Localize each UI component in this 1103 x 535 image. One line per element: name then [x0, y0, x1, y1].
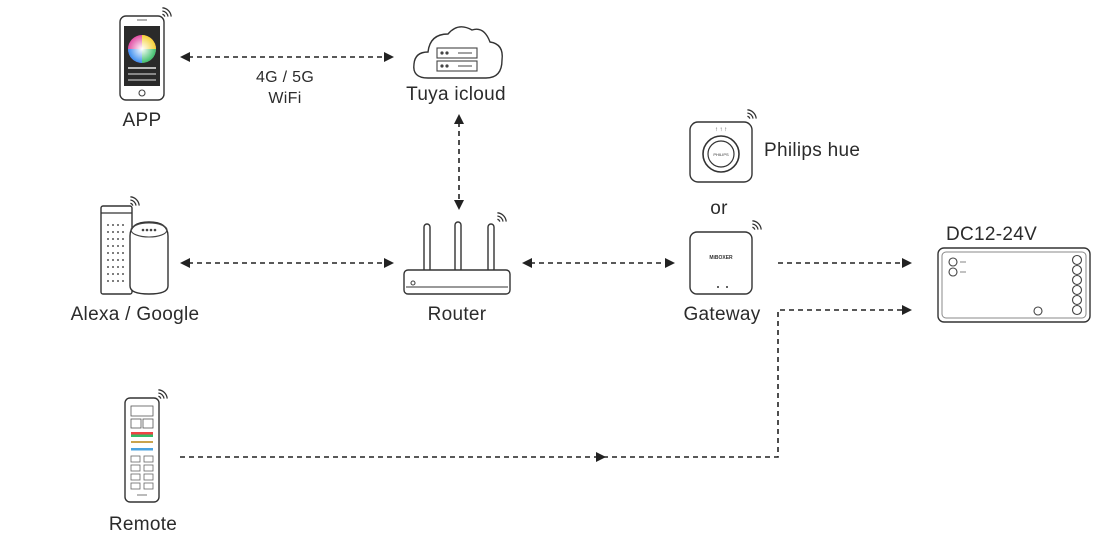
- phone-icon: [119, 15, 165, 101]
- app-label: APP: [122, 110, 162, 131]
- philips-hue-bridge-icon: PHILIPS ↑ ↑ ↑: [689, 121, 753, 183]
- link-cloud-router: [454, 114, 464, 210]
- cloud-icon: [413, 26, 503, 79]
- philips-hue-label: Philips hue: [764, 140, 861, 161]
- hue-ports: ↑ ↑ ↑: [715, 127, 727, 133]
- gateway-brand-text: MiBOXER: [709, 255, 733, 261]
- link-alexa-router: [180, 258, 394, 268]
- wifi-icon: [746, 109, 757, 120]
- wifi-icon: [157, 389, 168, 400]
- link-app-cloud: [180, 52, 394, 62]
- gateway-label: Gateway: [683, 304, 761, 325]
- hue-brand-text: PHILIPS: [713, 152, 729, 157]
- controller-voltage-label: DC12-24V: [946, 224, 1038, 245]
- wifi-icon: [129, 196, 140, 207]
- remote-label: Remote: [108, 514, 178, 535]
- link-remote-controller: [180, 305, 912, 462]
- router-label: Router: [427, 304, 487, 325]
- smart-speaker-icon: [100, 205, 169, 295]
- cloud-label: Tuya icloud: [406, 84, 506, 105]
- or-label: or: [710, 198, 728, 219]
- connection-label-4g5g: 4G / 5G: [255, 69, 315, 86]
- connection-label-wifi: WiFi: [268, 90, 302, 107]
- link-gateway-controller: [778, 258, 912, 268]
- remote-icon: [124, 397, 160, 503]
- router-icon: [403, 221, 511, 295]
- wifi-icon: [751, 220, 762, 231]
- gateway-icon: MiBOXER: [689, 231, 753, 295]
- wifi-icon: [161, 7, 172, 18]
- led-controller-icon: [937, 247, 1091, 323]
- link-router-gateway: [522, 258, 675, 268]
- wifi-icon: [496, 212, 507, 223]
- alexa-google-label: Alexa / Google: [70, 304, 200, 325]
